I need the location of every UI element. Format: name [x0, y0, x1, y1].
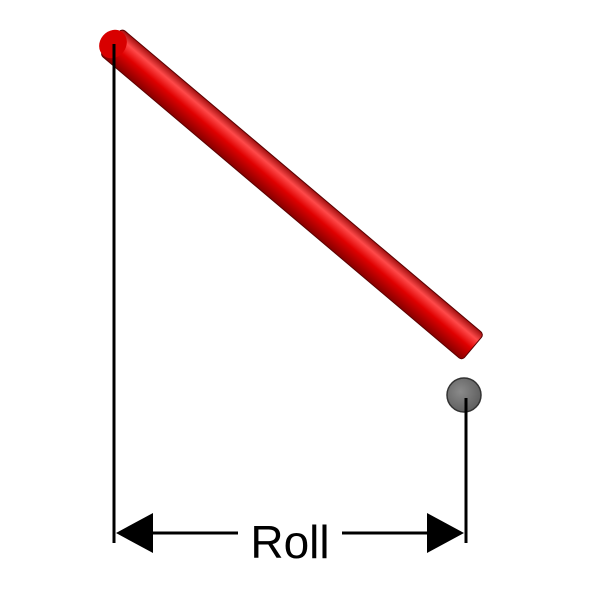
- rod: [101, 29, 483, 360]
- left-arrowhead: [116, 513, 153, 553]
- right-arrowhead: [427, 513, 464, 553]
- rod-end-cap: [446, 377, 482, 413]
- dimension-label: Roll: [250, 516, 329, 568]
